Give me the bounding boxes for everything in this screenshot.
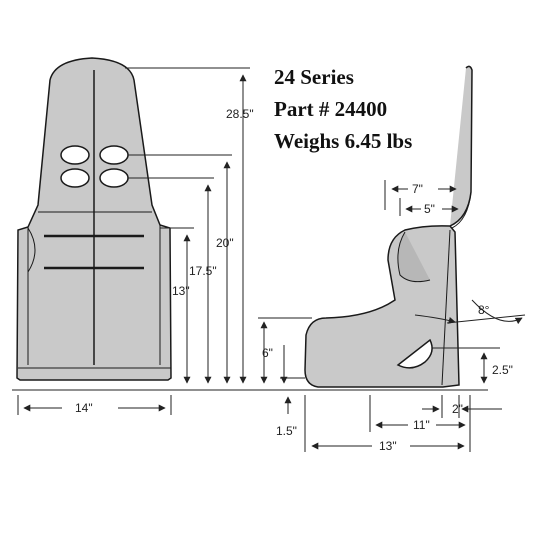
series-title: 24 Series [274, 65, 354, 89]
dim-overall-depth: 13" [379, 439, 397, 453]
side-view-seat [304, 65, 473, 388]
dim-rear-offset: 2" [452, 402, 463, 416]
dim-leg-height: 6" [262, 346, 273, 360]
dim-hole-top: 20" [216, 236, 234, 250]
dim-seat-depth: 11" [413, 418, 430, 432]
dim-seat-offset: 1.5" [276, 424, 297, 438]
harness-slot-left-bottom [60, 168, 90, 188]
dim-shoulder-depth: 7" [412, 182, 423, 196]
dim-slot-height: 2.5" [492, 363, 513, 377]
dim-base-width: 14" [75, 401, 93, 415]
front-dimension-labels: 28.5" 20" 17.5" 13" 14" [75, 107, 254, 415]
harness-slot-right-bottom [99, 168, 129, 188]
harness-slot-left-top [60, 145, 90, 165]
side-dimensions [258, 180, 526, 452]
harness-slot-right-top [99, 145, 129, 165]
side-shoulder-wing [397, 231, 431, 283]
dim-overall-height: 28.5" [226, 107, 254, 121]
side-rear-rib [441, 229, 451, 386]
part-number: Part # 24400 [274, 97, 387, 121]
dim-shoulder-inner: 5" [424, 202, 435, 216]
front-dimensions [17, 67, 250, 415]
dim-side-bolster: 13" [172, 284, 190, 298]
dim-recline-angle: 8° [478, 303, 490, 317]
dim-hole-bottom: 17.5" [189, 264, 217, 278]
front-view-seat [16, 57, 172, 381]
side-dimension-labels: 7" 5" 8° 6" 1.5" 2.5" 2" 11" 13" [262, 182, 513, 453]
weight-label: Weighs 6.45 lbs [274, 129, 412, 153]
side-back-inner-edge [451, 191, 472, 229]
side-harness-slot [396, 338, 433, 369]
front-side-bolster-left [27, 227, 36, 273]
